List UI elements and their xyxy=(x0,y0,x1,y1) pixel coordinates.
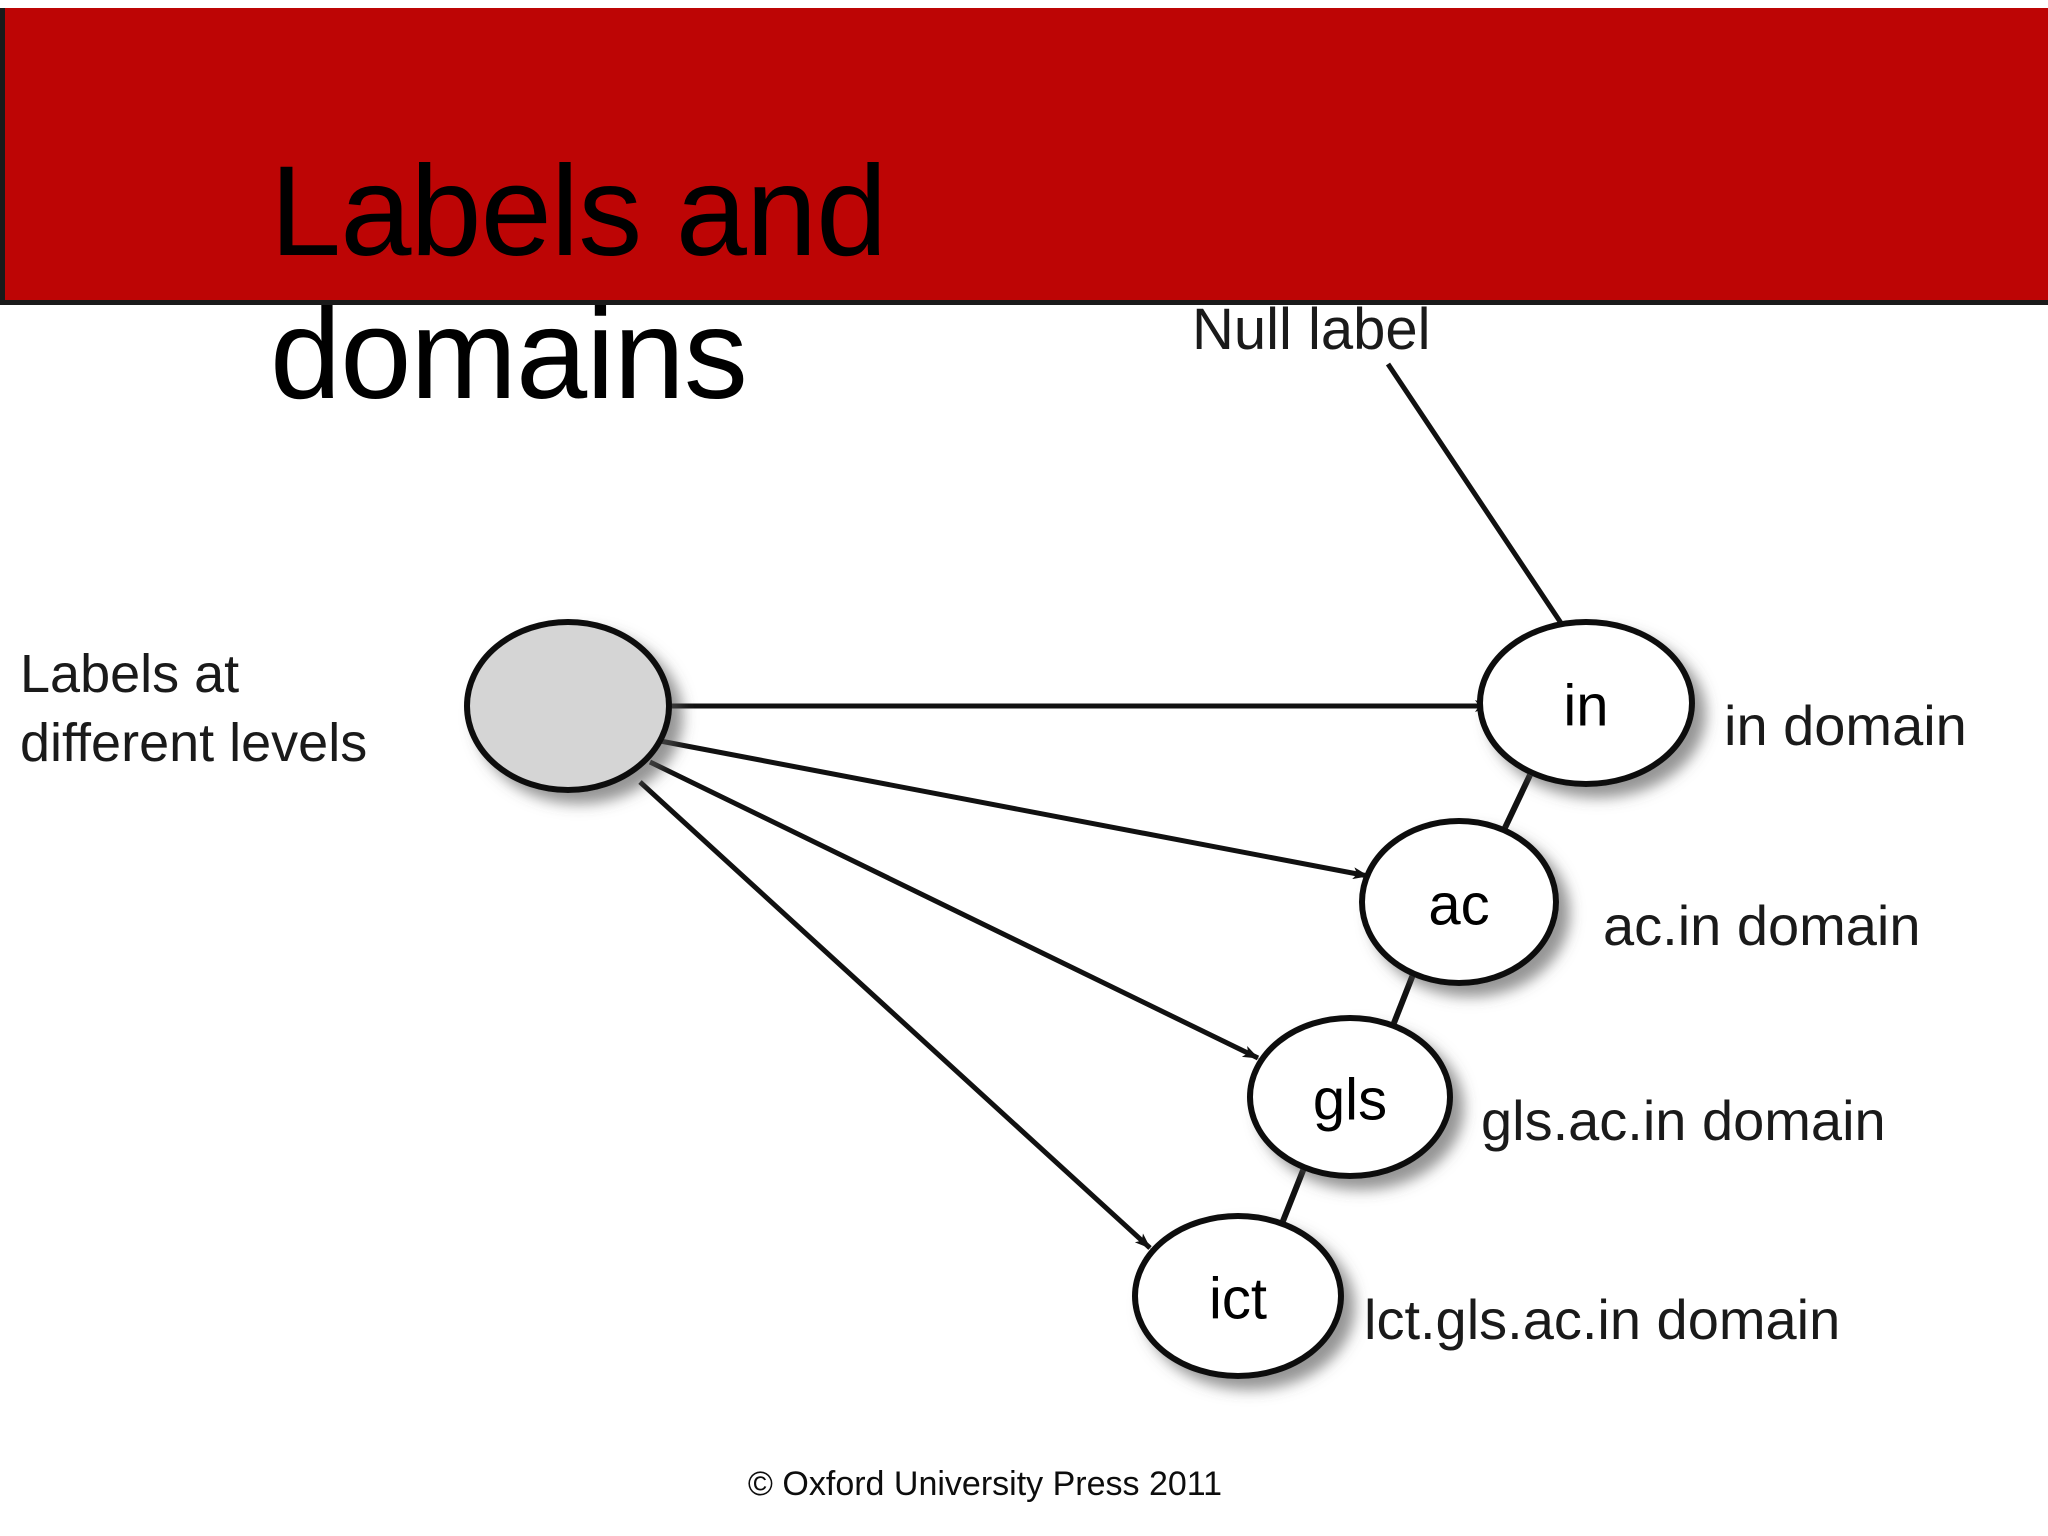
edge-root-to-ac xyxy=(654,737,1369,880)
node-gls[interactable]: gls xyxy=(1247,1015,1453,1179)
node-ac[interactable]: ac xyxy=(1359,818,1559,986)
node-root[interactable] xyxy=(464,619,672,793)
labels-at-different-levels-annotation: Labels at different levels xyxy=(20,644,368,774)
title-banner xyxy=(0,8,2048,305)
copyright-footer: © Oxford University Press 2011 xyxy=(747,1465,1223,1503)
node-ict-label: ict xyxy=(1209,1267,1267,1332)
node-ac-label: ac xyxy=(1428,873,1489,938)
page-title: Labels and domains xyxy=(270,140,887,427)
connector-ac-gls xyxy=(1389,970,1417,1030)
domain-label-in: in domain xyxy=(1724,694,1967,757)
domain-label-ac-in: ac.in domain xyxy=(1603,894,1921,957)
connector-in-ac xyxy=(1500,773,1533,834)
node-in[interactable]: in xyxy=(1477,619,1695,787)
edge-root-to-gls xyxy=(648,759,1260,1061)
null-label-leader-line xyxy=(1385,362,1570,634)
node-in-label: in xyxy=(1563,674,1608,739)
null-label-annotation: Null label xyxy=(1192,297,1431,362)
node-ict[interactable]: ict xyxy=(1132,1213,1344,1379)
connector-gls-ict xyxy=(1278,1166,1307,1228)
domain-label-gls-ac-in: gls.ac.in domain xyxy=(1481,1089,1886,1152)
node-gls-label: gls xyxy=(1313,1068,1387,1133)
domain-label-lct-gls-ac-in: lct.gls.ac.in domain xyxy=(1364,1288,1841,1351)
edge-root-to-ict xyxy=(638,780,1152,1250)
